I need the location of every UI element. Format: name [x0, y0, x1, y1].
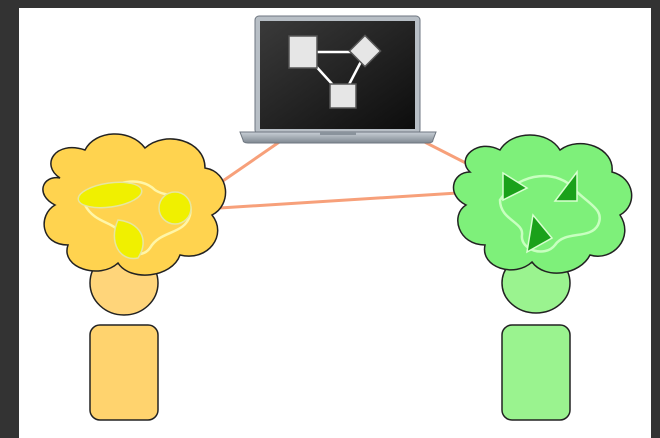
laptop-graph	[288, 34, 382, 109]
laptop-base	[239, 131, 437, 144]
graph-diamond-node	[348, 34, 382, 68]
left-thought-ellipse	[77, 181, 143, 209]
connector-left-right	[187, 188, 506, 212]
laptop-icon	[239, 15, 437, 144]
right-thought-squiggle	[498, 174, 601, 253]
left-person	[42, 133, 227, 421]
graph-square-node	[288, 35, 318, 69]
right-thought-triangle-1	[502, 171, 529, 202]
laptop-trackpad-notch	[320, 132, 356, 135]
right-person	[452, 134, 633, 421]
laptop-screen	[260, 21, 415, 129]
graph-square-node-bottom	[329, 83, 357, 109]
left-person-body	[89, 324, 159, 421]
right-thought-triangle-3	[526, 213, 554, 254]
right-thought-triangle-2	[553, 169, 578, 202]
right-thought-cloud	[452, 134, 633, 274]
left-thought-circle	[158, 191, 192, 225]
left-thought-leaf	[113, 219, 144, 260]
right-person-body	[501, 324, 571, 421]
left-thought-cloud	[42, 133, 227, 276]
